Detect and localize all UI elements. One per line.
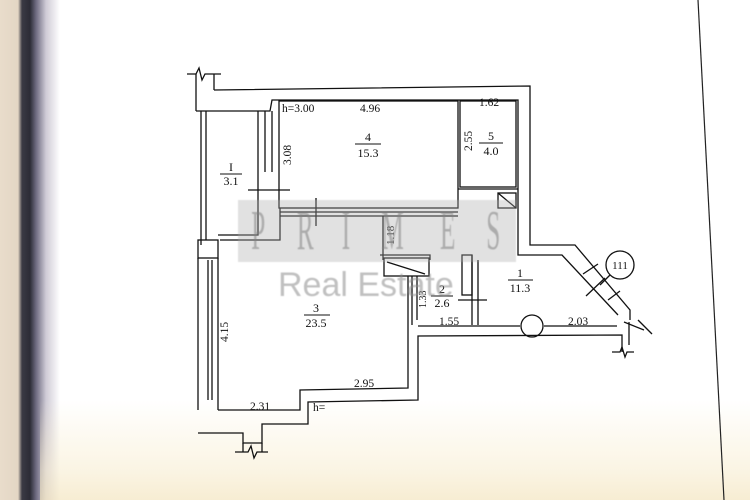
watermark-letter: I — [341, 200, 353, 262]
room-1-label: 1 11.3 — [508, 266, 533, 295]
wall-break-symbol-bottom — [235, 444, 268, 460]
svg-text:3.1: 3.1 — [224, 174, 239, 188]
dim-room1-width: 2.03 — [568, 316, 588, 328]
svg-text:11.3: 11.3 — [510, 281, 531, 295]
dim-room5-width: 1.62 — [479, 97, 499, 109]
dim-room3-height: 4.15 — [219, 322, 231, 342]
dim-room2-width: 1.55 — [439, 316, 459, 328]
dim-room2-height: 1.33 — [418, 291, 429, 309]
svg-text:4: 4 — [365, 130, 371, 144]
room-4-label: 4 15.3 — [355, 130, 381, 160]
watermark-letter: M — [381, 200, 407, 262]
dim-room4-height: 3.08 — [282, 145, 294, 165]
dim-room3-bottom-right: 2.95 — [354, 378, 374, 390]
watermark-letter: E — [439, 200, 458, 262]
watermark-letter: P — [251, 200, 269, 262]
svg-text:5: 5 — [488, 129, 494, 143]
svg-text:23.5: 23.5 — [306, 316, 327, 330]
room-I-label: I 3.1 — [220, 160, 242, 188]
dim-room4-width: 4.96 — [360, 103, 380, 115]
room-3-label: 3 23.5 — [304, 301, 330, 330]
watermark-letter: R — [296, 200, 317, 262]
wall-break-symbol-right — [612, 345, 634, 359]
ceiling-height-label: h=3.00 — [282, 103, 315, 115]
paper-shading — [40, 400, 750, 500]
svg-text:3: 3 — [313, 301, 319, 315]
dim-corridor-height: 1.18 — [385, 225, 397, 245]
svg-text:4.0: 4.0 — [484, 144, 499, 158]
ceiling-height-label-bottom: h= — [313, 402, 325, 414]
apartment-marker-circle — [605, 250, 635, 280]
wall-break-symbol-top — [187, 66, 221, 82]
watermark-brand: P R I M E S — [238, 200, 516, 262]
watermark-subtitle: Real Estate — [278, 266, 454, 304]
dim-room5-height: 2.55 — [463, 131, 475, 151]
room-5-label: 5 4.0 — [479, 129, 503, 158]
svg-text:I: I — [229, 160, 233, 174]
apartment-marker-number: 111 — [612, 260, 628, 272]
svg-text:2: 2 — [439, 282, 445, 296]
dim-room3-bottom-left: 2.31 — [250, 401, 270, 413]
room-2-label: 2 2.6 — [431, 282, 453, 310]
riser-circle — [520, 314, 544, 338]
svg-text:15.3: 15.3 — [358, 146, 379, 160]
svg-text:2.6: 2.6 — [435, 296, 450, 310]
svg-text:1: 1 — [517, 266, 523, 280]
watermark-letter: S — [485, 200, 503, 262]
